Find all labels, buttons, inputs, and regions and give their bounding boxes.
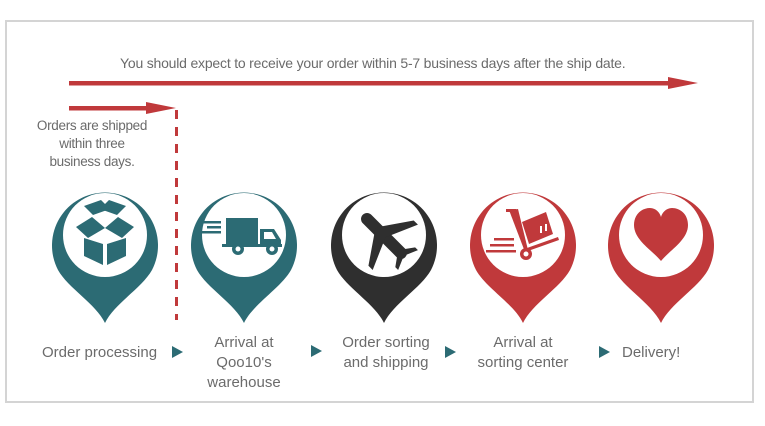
hand-truck-icon (486, 209, 559, 260)
shipping-note: Orders are shipped within three business… (28, 117, 156, 171)
triangle-right-icon (445, 346, 456, 358)
pin-sorting-shipping (331, 192, 437, 323)
step-label-sorting-shipping: Order sorting and shipping (328, 333, 444, 373)
label-line: Qoo10's (216, 354, 272, 371)
label-line: warehouse (207, 374, 281, 391)
step-label-delivery: Delivery! (622, 343, 702, 363)
short-arrow-icon (69, 102, 176, 114)
step-label-arrival-warehouse: Arrival at Qoo10's warehouse (194, 333, 294, 393)
headline-text: You should expect to receive your order … (120, 55, 626, 71)
pin-arrival-warehouse (191, 192, 297, 323)
triangle-right-icon (172, 346, 183, 358)
airplane-icon (361, 213, 418, 270)
heart-icon (634, 208, 688, 261)
label-line: and shipping (343, 354, 429, 371)
open-box-icon (76, 200, 134, 265)
pin-delivery (608, 192, 714, 323)
label-line: Order sorting (342, 334, 430, 351)
label-line: Arrival at (493, 334, 553, 351)
pin-order-processing (52, 192, 158, 323)
pin-arrival-sorting-center (470, 192, 576, 323)
label-line: Delivery! (622, 344, 681, 361)
label-line: Order processing (42, 344, 158, 361)
note-line-3: business days. (49, 154, 135, 169)
note-line-2: within three (59, 136, 125, 151)
delivery-truck-icon (202, 218, 282, 255)
label-line: sorting center (477, 354, 569, 371)
triangle-right-icon (311, 345, 322, 357)
long-arrow-icon (69, 77, 698, 89)
triangle-right-icon (599, 346, 610, 358)
note-line-1: Orders are shipped (36, 118, 148, 133)
label-line: Arrival at (214, 334, 274, 351)
step-label-order-processing: Order processing (42, 343, 162, 363)
step-label-arrival-sorting-center: Arrival at sorting center (466, 333, 580, 373)
